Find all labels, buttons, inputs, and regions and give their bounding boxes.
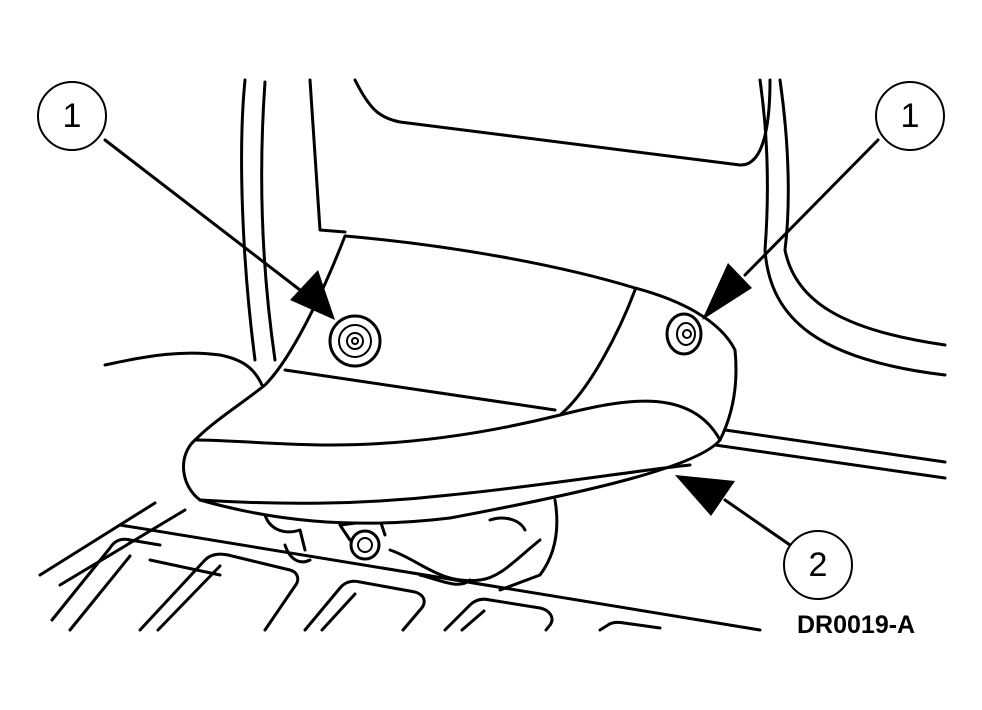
leader-line-left-1 [103,138,335,320]
floor-sill [38,351,947,632]
seat-back-panel [308,78,772,234]
callout-1-right-label: 1 [901,97,920,135]
leader-line-right-1 [702,138,880,320]
leader-line-2 [675,475,792,547]
scuff-plate-ribs [50,537,662,632]
callout-1-left-label: 1 [63,97,82,135]
door-frame [240,78,947,377]
callout-2: 2 [783,530,853,600]
callout-1-right: 1 [875,81,945,151]
fastener-right [665,312,703,356]
callout-2-label: 2 [809,546,828,584]
figure-id: DR0019-A [797,611,915,639]
fastener-left [328,314,382,368]
callout-1-left: 1 [37,81,107,151]
